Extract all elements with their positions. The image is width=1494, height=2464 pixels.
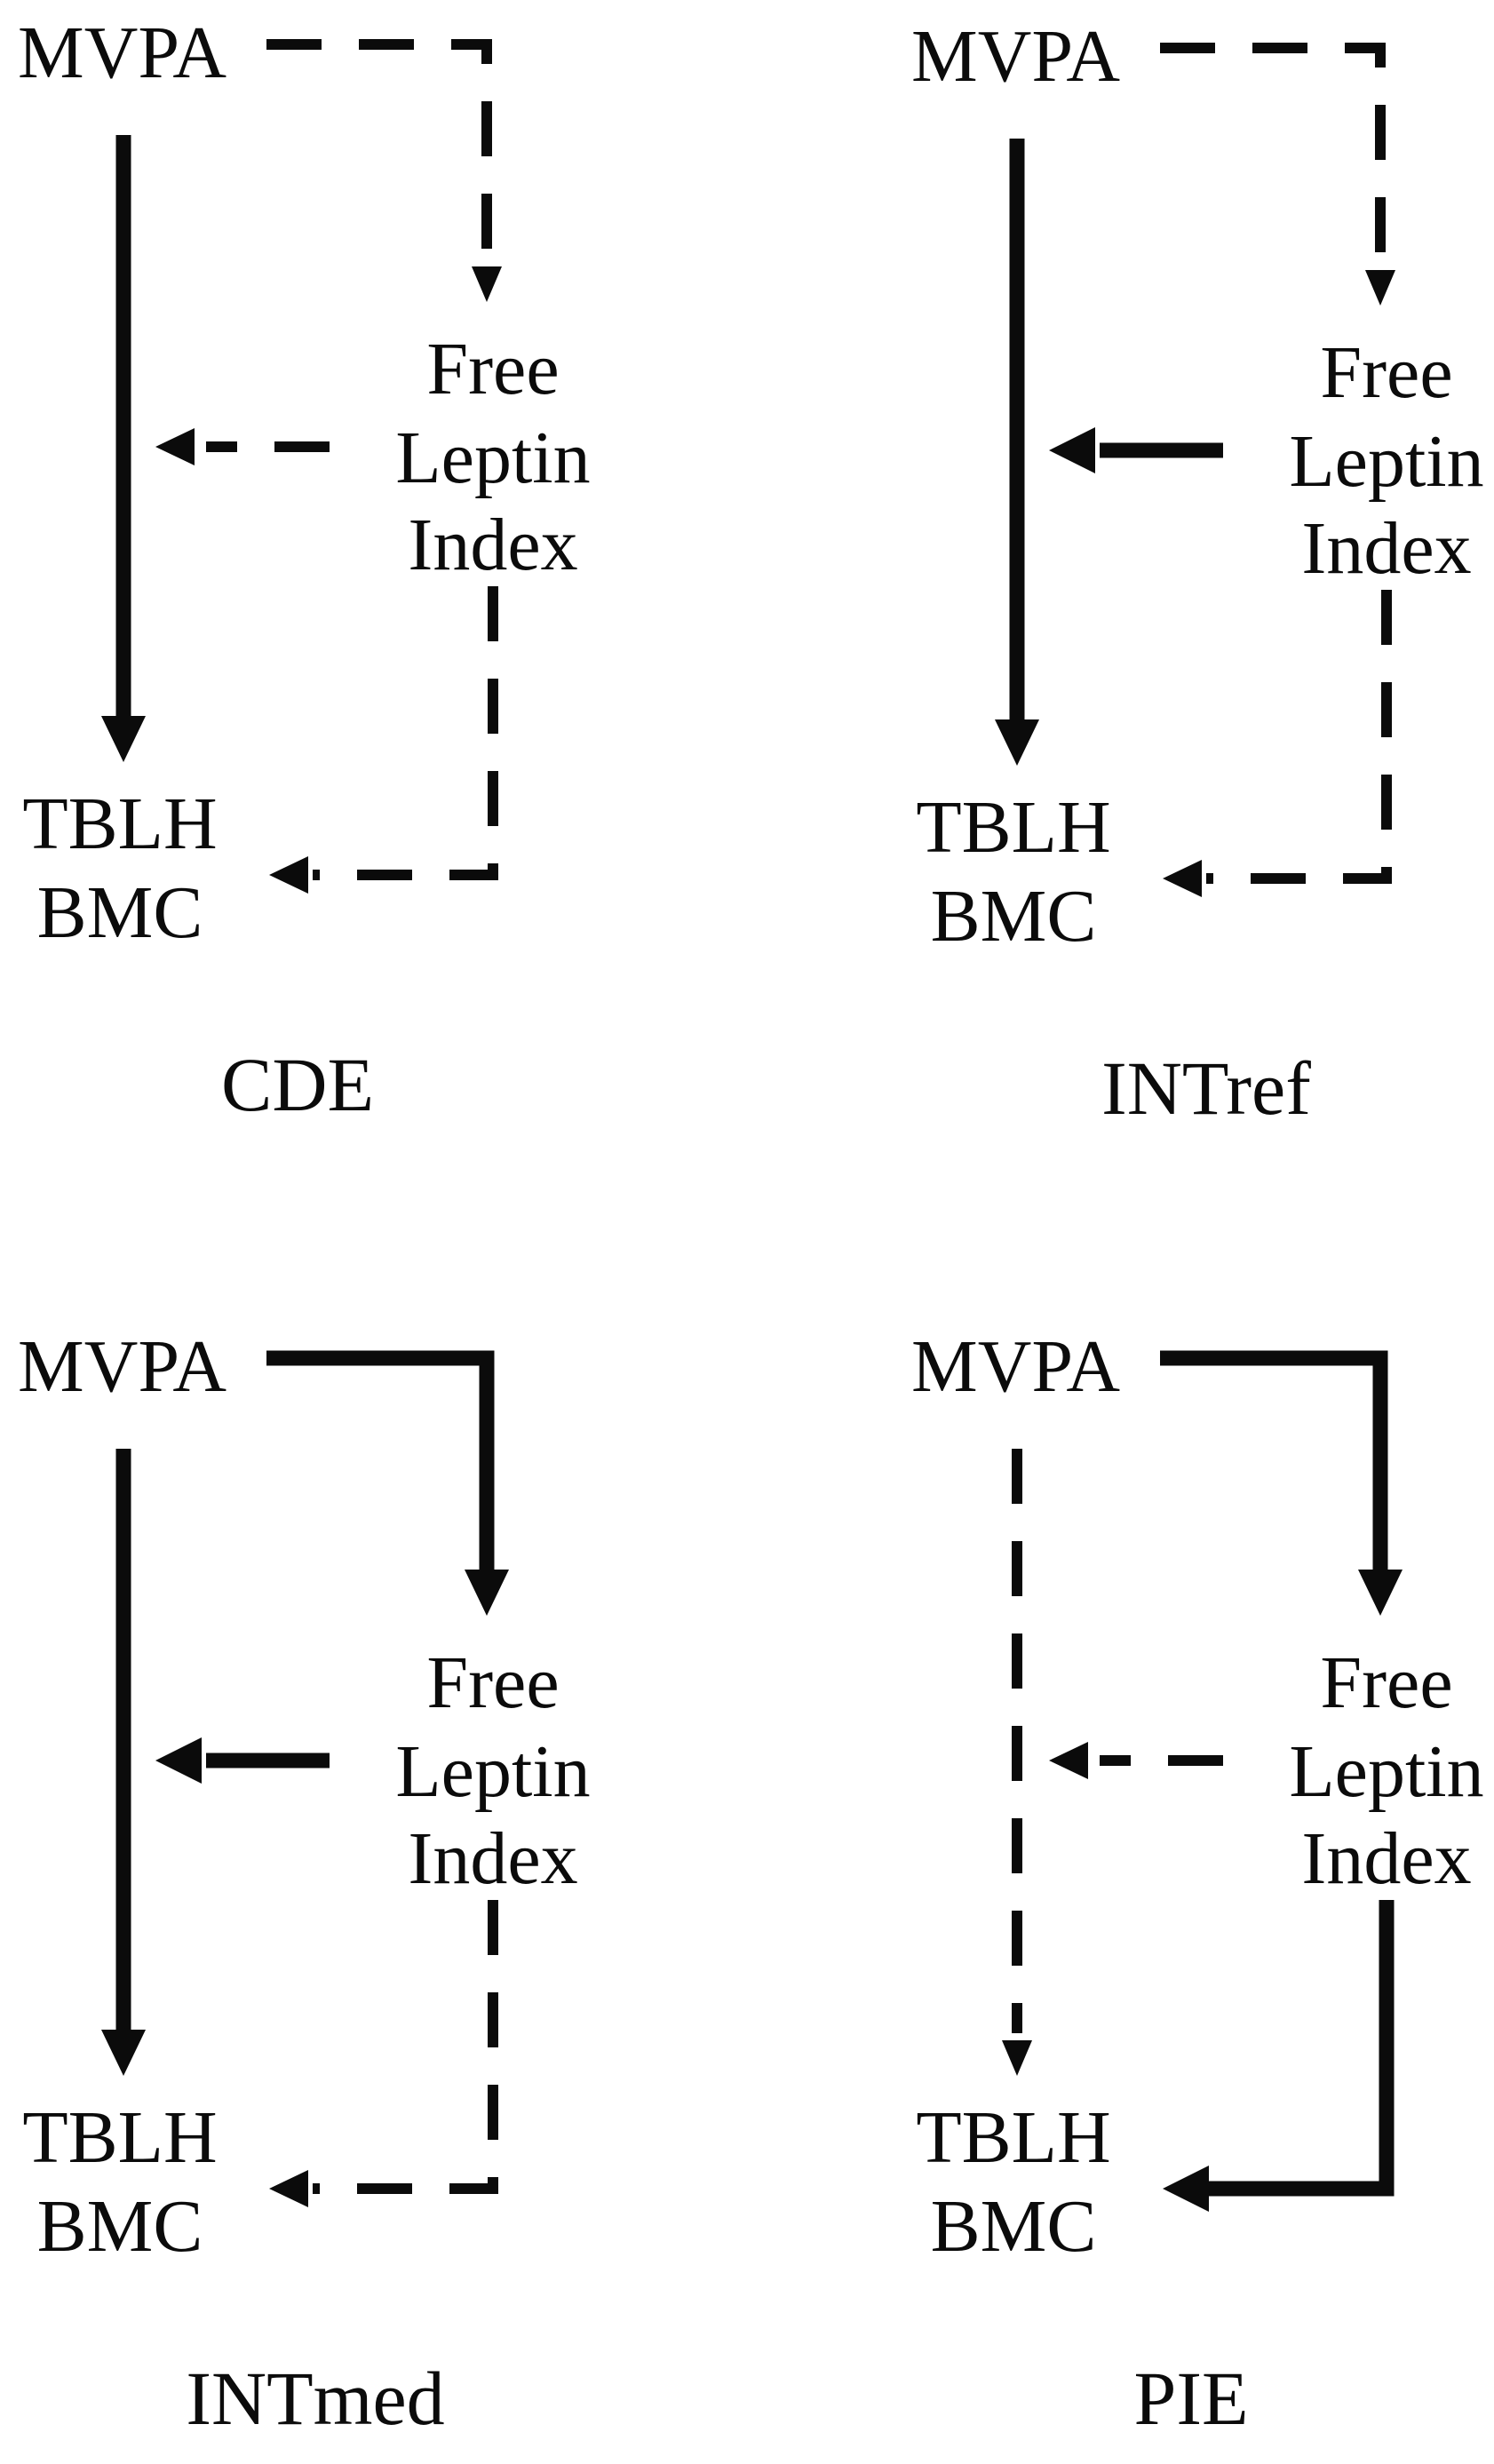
node-tblh-line2: BMC	[931, 875, 1097, 958]
arrow-fli-to-tblh	[269, 586, 498, 894]
node-fli-line2: Leptin	[1289, 1730, 1483, 1813]
node-tblh-line2: BMC	[37, 871, 203, 954]
node-tblh-line1: TBLH	[916, 2096, 1110, 2179]
node-fli-line2: Leptin	[395, 1730, 590, 1813]
node-mvpa: MVPA	[911, 1325, 1120, 1408]
panel-intmed: MVPA Free Leptin	[18, 1325, 591, 2441]
node-mvpa: MVPA	[18, 1325, 226, 1408]
node-fli-line1: Free	[426, 328, 559, 410]
arrow-fli-to-path	[1049, 1742, 1223, 1779]
node-fli-line2: Leptin	[1289, 420, 1483, 503]
arrow-mvpa-to-fli	[1160, 1350, 1403, 1616]
node-tblh-line1: TBLH	[22, 783, 217, 865]
arrow-mvpa-to-tblh	[995, 139, 1039, 766]
node-fli-line3: Index	[1301, 507, 1471, 590]
panel-intmed-content: MVPA Free Leptin	[18, 1325, 591, 2441]
panel-intref-content: MVPA Free Leptin	[911, 15, 1484, 1131]
arrow-fli-to-tblh	[1163, 590, 1392, 897]
node-fli-line3: Index	[408, 1817, 577, 1900]
arrow-fli-to-tblh	[1163, 1900, 1395, 2212]
arrow-mvpa-to-fli	[266, 39, 502, 302]
panel-cde-content: MVPA Free Leptin	[18, 12, 591, 1127]
arrow-fli-to-path	[155, 428, 330, 465]
panel-label-cde: CDE	[221, 1042, 374, 1127]
node-fli-line1: Free	[1320, 331, 1452, 414]
node-tblh-line1: TBLH	[22, 2096, 217, 2179]
panel-label-intref: INTref	[1101, 1045, 1311, 1131]
arrow-fli-to-path	[1049, 427, 1223, 473]
node-tblh-line1: TBLH	[916, 786, 1110, 869]
panel-label-intmed: INTmed	[186, 2356, 444, 2441]
node-fli-line1: Free	[426, 1641, 559, 1724]
panel-pie-content: MVPA Free Leptin	[911, 1325, 1484, 2441]
arrow-mvpa-to-fli	[1160, 43, 1395, 306]
arrow-mvpa-to-fli	[266, 1350, 509, 1616]
node-tblh-line2: BMC	[931, 2185, 1097, 2268]
node-tblh-line2: BMC	[37, 2185, 203, 2268]
node-fli-line3: Index	[1301, 1817, 1471, 1900]
node-mvpa: MVPA	[911, 15, 1120, 98]
panel-cde: MVPA Free Leptin	[18, 12, 591, 1127]
node-fli-line2: Leptin	[395, 417, 590, 499]
panel-pie: MVPA Free Leptin	[911, 1325, 1484, 2441]
node-fli-line1: Free	[1320, 1641, 1452, 1724]
panel-label-pie: PIE	[1134, 2356, 1249, 2441]
panel-intref: MVPA Free Leptin	[911, 15, 1484, 1131]
node-mvpa: MVPA	[18, 12, 226, 94]
arrow-fli-to-tblh	[269, 1900, 498, 2207]
arrow-mvpa-to-tblh	[101, 135, 146, 762]
arrow-mvpa-to-tblh	[101, 1449, 146, 2076]
arrow-mvpa-to-tblh	[1002, 1449, 1032, 2076]
node-fli-line3: Index	[408, 504, 577, 586]
arrow-fli-to-path	[155, 1737, 330, 1784]
